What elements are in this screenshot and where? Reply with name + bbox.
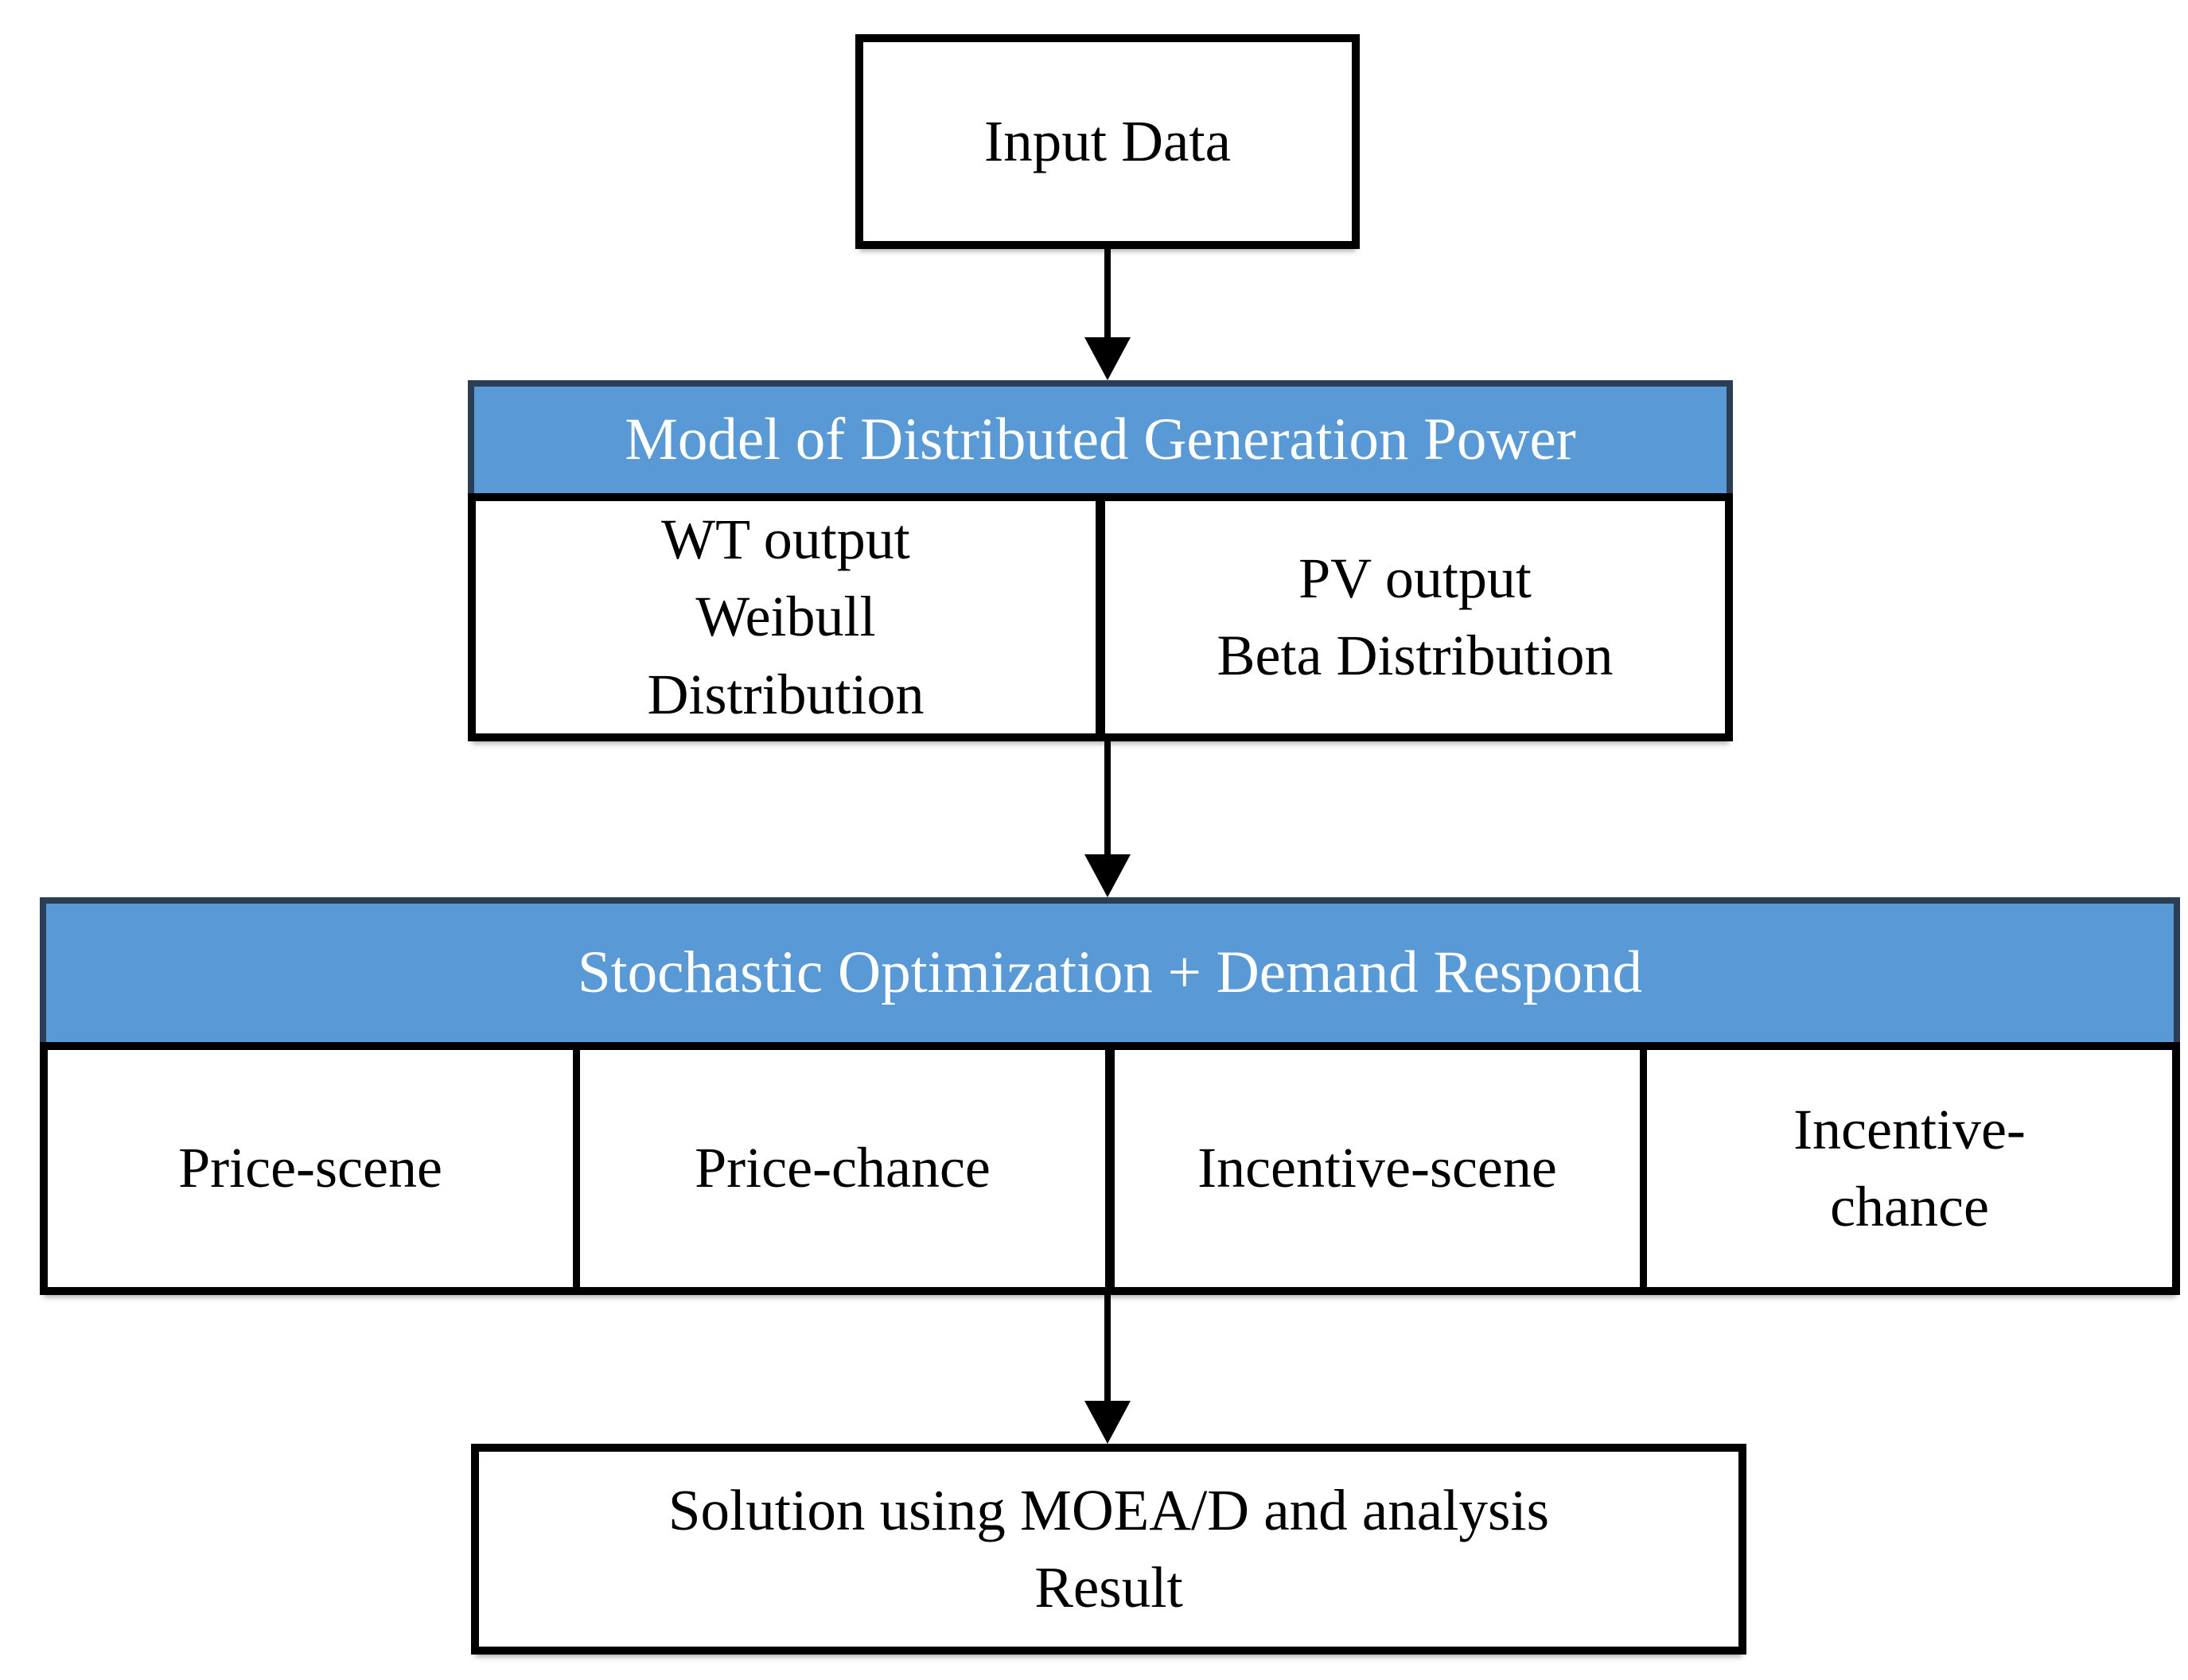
cell-divider [1105, 1050, 1115, 1287]
cell-divider [573, 1050, 580, 1287]
model-table-header: Model of Distributed Generation Power [468, 380, 1733, 493]
cell-price-scene: Price-scene [178, 1136, 442, 1200]
down-arrow-line [1104, 741, 1111, 856]
cell-incentive-scene: Incentive-scene [1197, 1136, 1557, 1200]
cell-wt-output: WT output Weibull Distribution [647, 508, 925, 726]
down-arrow-line [1104, 249, 1111, 340]
stochastic-table-header-label: Stochastic Optimization + Demand Respond [578, 939, 1642, 1005]
cell-divider [1640, 1050, 1647, 1287]
model-table-header-label: Model of Distributed Generation Power [625, 406, 1576, 472]
down-arrow-line [1104, 1295, 1111, 1402]
cell-price-chance: Price-chance [695, 1136, 991, 1200]
cell-divider [1096, 501, 1105, 733]
stochastic-table-header: Stochastic Optimization + Demand Respond [40, 897, 2180, 1042]
solution-box: Solution using MOEA/D and analysis Resul… [471, 1444, 1746, 1655]
model-table: Model of Distributed Generation Power WT… [468, 380, 1733, 741]
input-data-box: Input Data [855, 34, 1360, 249]
down-arrow-icon [1084, 1401, 1131, 1444]
cell-incentive-chance: Incentive- chance [1793, 1097, 2026, 1239]
model-table-cells: WT output Weibull Distribution PV output… [468, 493, 1733, 741]
stochastic-table: Stochastic Optimization + Demand Respond… [40, 897, 2180, 1295]
down-arrow-icon [1084, 337, 1131, 380]
down-arrow-icon [1084, 854, 1131, 897]
stochastic-table-cells: Price-scene Price-chance Incentive-scene… [40, 1042, 2180, 1295]
input-data-label: Input Data [983, 108, 1232, 173]
cell-pv-output: PV output Beta Distribution [1217, 546, 1614, 687]
